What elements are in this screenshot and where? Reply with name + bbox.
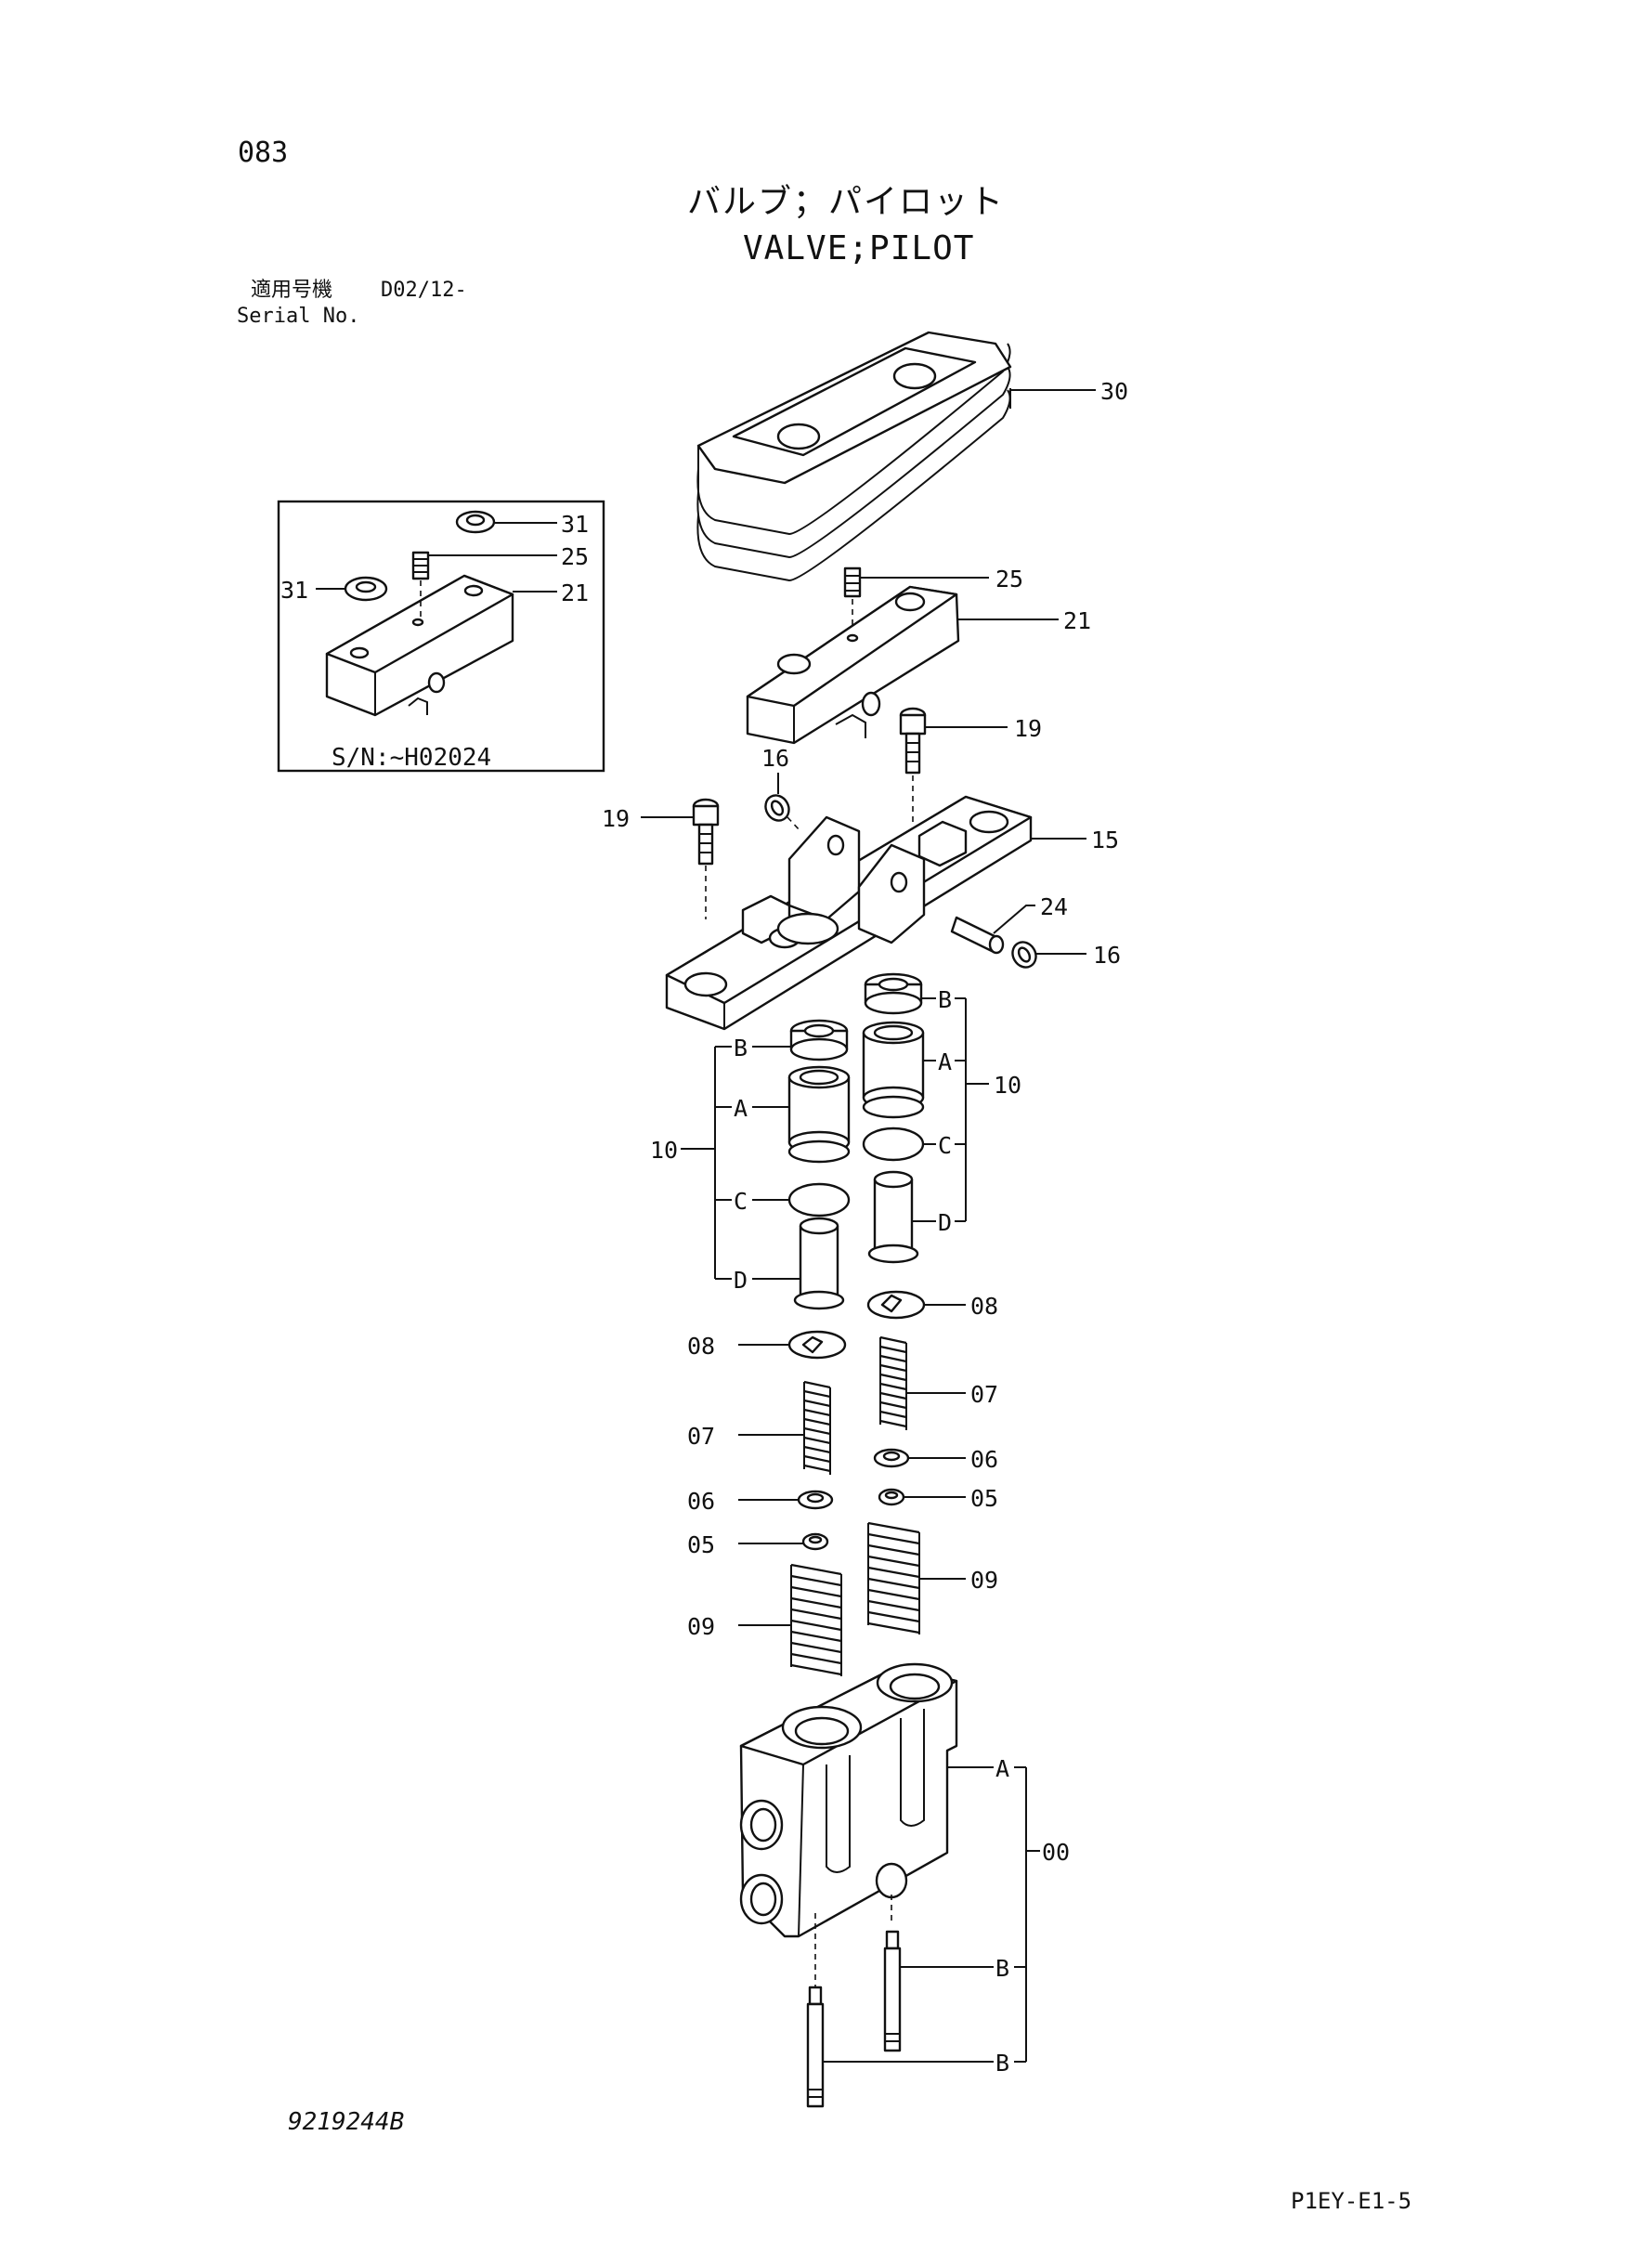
callout-05-right: 05 [970,1485,998,1512]
callout-21: 21 [1063,607,1091,634]
inset-block [325,574,514,717]
inset-box: 31 25 31 21 [277,500,605,773]
washer-05-left [801,1532,829,1551]
callout-05-left: 05 [687,1531,715,1558]
page-number: 083 [238,137,289,169]
callout-D-left: D [734,1267,748,1294]
pusher-assembly-right [862,972,925,1264]
cam-block [746,585,960,745]
inset-setscrew [411,551,430,580]
outer-spring-right [867,1521,920,1634]
callout-10-left: 10 [650,1137,678,1164]
washer-06-right [873,1448,910,1468]
callout-A-right: A [938,1048,952,1075]
callout-09-left: 09 [687,1613,715,1640]
serial-value: D02/12- [381,279,467,302]
callout-10-right: 10 [994,1072,1021,1099]
callout-07-right: 07 [970,1381,998,1408]
plug-pin-right [883,1930,902,2052]
callout-09-right: 09 [970,1567,998,1594]
callout-30: 30 [1100,378,1128,405]
callout-B-left: B [734,1035,748,1061]
page-code: P1EY-E1-5 [1291,2188,1412,2214]
callout-D-right: D [938,1209,952,1236]
callout-16-top: 16 [761,745,789,772]
pin [950,916,1005,955]
rubber-boot [696,331,1012,582]
spring-seat-left [787,1330,847,1360]
spring-seat-right [866,1290,926,1320]
callout-06-right: 06 [970,1446,998,1473]
callout-19-right: 19 [1014,715,1042,742]
callout-A-left: A [734,1095,748,1122]
inner-spring-right [879,1335,907,1430]
title-english: VALVE;PILOT [743,229,975,267]
washer-05-right [878,1488,905,1506]
callout-07-left: 07 [687,1423,715,1450]
callout-08-left: 08 [687,1333,715,1360]
drawing-number: 9219244B [288,2108,405,2136]
callout-00-B-upper: B [995,1955,1009,1982]
set-screw [843,566,862,598]
plug-pin-left [806,1986,825,2108]
inset-callout-25: 25 [561,543,589,570]
o-ring-right [1011,941,1037,969]
callout-24: 24 [1040,893,1068,920]
callout-19-left: 19 [602,805,630,832]
pusher-assembly-left [787,1019,851,1310]
washer-06-left [797,1490,834,1510]
callout-C-left: C [734,1188,748,1215]
valve-casing [739,1662,958,1938]
callout-B-right: B [938,986,952,1013]
o-ring-top [764,794,790,822]
callout-06-left: 06 [687,1488,715,1515]
inner-spring-left [803,1380,831,1475]
serial-label-english: Serial No. [237,305,360,328]
outer-spring-left [790,1563,842,1676]
serial-label-japanese: 適用号機 [251,279,333,302]
inset-callout-31-left: 31 [280,577,308,604]
callout-16-right: 16 [1093,942,1121,969]
callout-25: 25 [995,566,1023,593]
socket-screw-left [692,798,720,866]
callout-00-A: A [995,1755,1009,1782]
inset-caption: S/N:~H02024 [332,744,492,772]
callout-08-right: 08 [970,1293,998,1320]
inset-callout-31-top: 31 [561,511,589,538]
callout-00: 00 [1042,1839,1070,1866]
socket-screw-right [899,707,927,775]
callout-15: 15 [1091,827,1119,853]
callout-C-right: C [938,1132,952,1159]
title-japanese: バルブ；パイロット [687,183,1006,221]
inset-washer-top [455,510,496,534]
inset-callout-21: 21 [561,580,589,606]
mounting-plate [665,795,1033,1031]
callout-00-B-lower: B [995,2050,1009,2077]
inset-washer-left [344,576,388,602]
